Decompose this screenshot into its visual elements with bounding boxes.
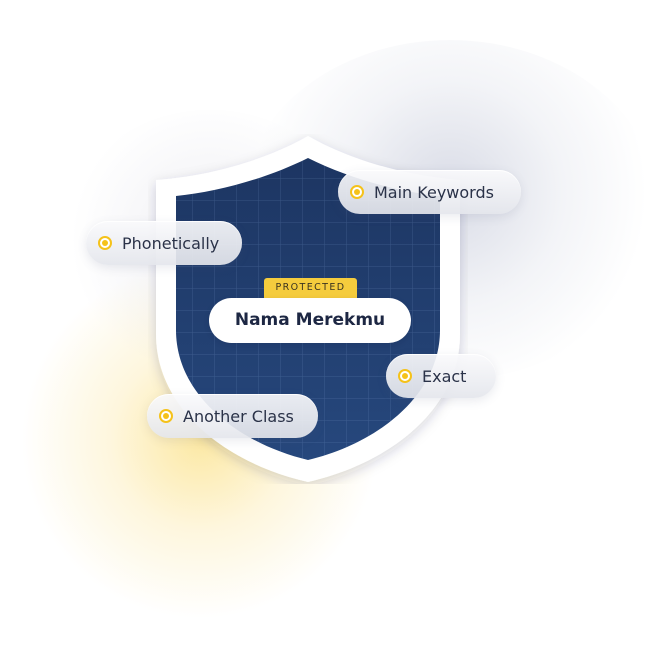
radio-dot-icon [398,369,412,383]
radio-dot-icon [350,185,364,199]
tag-exact-label: Exact [422,366,467,386]
tag-another-class: Another Class [147,394,318,438]
tag-phonetically: Phonetically [86,221,242,265]
tag-another-class-label: Another Class [183,406,294,426]
tag-main-keywords-label: Main Keywords [374,182,494,202]
radio-dot-icon [159,409,173,423]
tag-phonetically-label: Phonetically [122,233,220,253]
tag-exact: Exact [386,354,496,398]
protected-badge: PROTECTED [264,278,357,298]
tag-main-keywords: Main Keywords [338,170,521,214]
brand-name-label: Nama Merekmu [209,298,411,343]
radio-dot-icon [98,236,112,250]
